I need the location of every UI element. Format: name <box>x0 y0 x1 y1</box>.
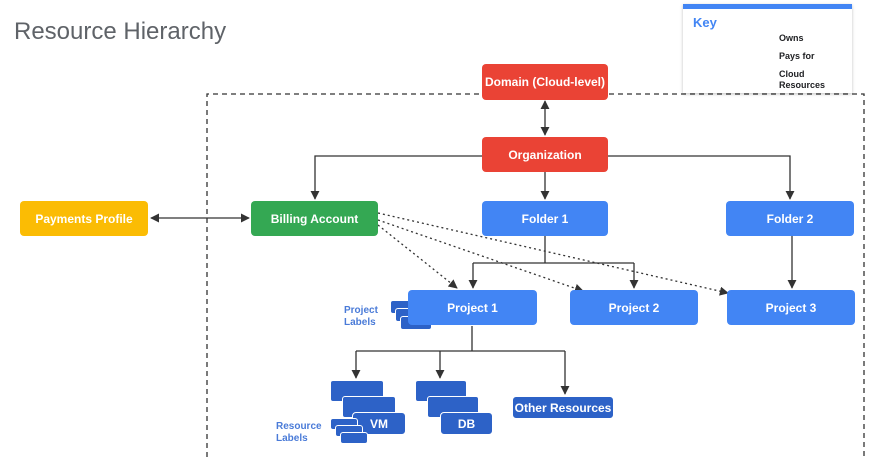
key-owns-label: Owns <box>779 33 804 43</box>
billing-pays-project1 <box>377 224 458 289</box>
project2-node: Project 2 <box>570 290 698 325</box>
project-labels-caption: Project Labels <box>344 305 378 328</box>
folder1-node: Folder 1 <box>482 201 608 236</box>
resource-label-tag <box>340 432 368 444</box>
domain-node: Domain (Cloud-level) <box>482 64 608 100</box>
payments-profile-node: Payments Profile <box>20 201 148 236</box>
page-title: Resource Hierarchy <box>14 18 227 45</box>
org-billing-link <box>310 155 484 200</box>
other-resources-node: Other Resources <box>512 396 614 419</box>
project1-node: Project 1 <box>408 290 537 325</box>
key-legend: Key Owns Pays for Cloud Resources <box>683 4 852 93</box>
cloud-resources-boundary <box>206 93 865 457</box>
resource-labels-caption: Resource Labels <box>276 421 322 444</box>
key-pays-for-label: Pays for <box>779 51 815 61</box>
org-folder2-link <box>608 155 795 200</box>
billing-pays-project2 <box>377 219 584 293</box>
organization-node: Organization <box>482 137 608 172</box>
billing-account-node: Billing Account <box>251 201 378 236</box>
folder2-node: Folder 2 <box>726 201 854 236</box>
key-cloud-resources-label: Cloud Resources <box>779 69 826 90</box>
vm-node: VM <box>352 412 406 435</box>
project3-node: Project 3 <box>727 290 855 325</box>
key-title: Key <box>693 15 717 30</box>
db-node: DB <box>440 412 493 435</box>
